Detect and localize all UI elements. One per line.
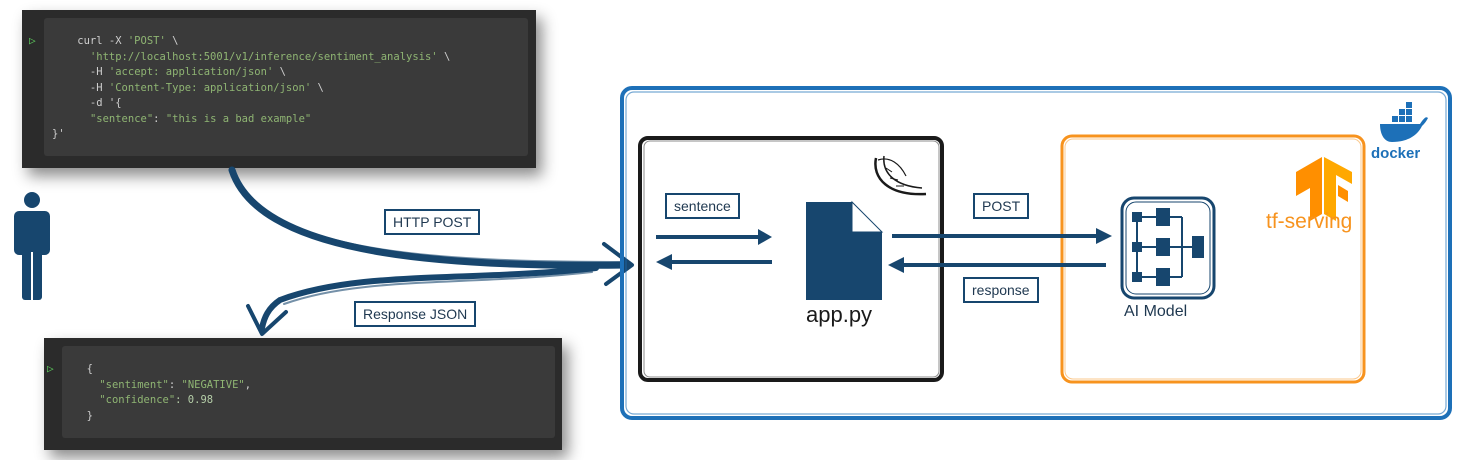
code-line: { [74,363,93,375]
code-line: -d '{ [52,97,122,109]
person-icon [14,192,50,300]
post-label: POST [973,193,1030,219]
prompt-icon: ▷ [29,34,36,47]
code-line: 'http://localhost:5001/v1/inference/sent… [89,50,451,63]
code-line: -H 'Content-Type: application/json' \ [52,81,324,94]
response-json-arrow [246,265,599,336]
sentence-label: sentence [665,193,740,219]
flask-horn-icon [874,155,927,196]
code-line: -H 'accept: application/json' \ [52,66,286,78]
docker-label: docker [1371,145,1421,162]
model-name: AI Model [1124,303,1188,320]
prompt-icon: ▷ [47,362,54,375]
sentence-arrows [656,229,772,270]
tf-serving-label: tf-serving [1266,210,1353,233]
flask-app-box [638,136,944,382]
response-json: { "sentiment": "NEGATIVE", "confidence":… [74,362,251,424]
response-label: response [963,277,1039,303]
request-terminal: ▷ curl -X 'POST' \ 'http://localhost:500… [22,10,536,168]
app-file-name: app.py [806,302,873,327]
response-terminal: ▷ { "sentiment": "NEGATIVE", "confidence… [44,338,562,450]
code-line: } [74,409,93,422]
code-line: "confidence": 0.98 [99,394,214,406]
tensorflow-logo [1296,157,1352,221]
code-line: }' [52,128,65,140]
neural-network-icon [1120,196,1216,300]
docker-container [620,86,1452,420]
http-post-arrow [228,166,634,286]
request-terminal-body [44,18,528,156]
post-response-arrows [888,228,1112,273]
http-post-label: HTTP POST [384,209,481,235]
file-icon [806,200,884,300]
code-line: "sentence": "this is a bad example" [89,112,312,125]
response-json-label: Response JSON [354,301,477,327]
curl-command: curl -X 'POST' \ 'http://localhost:5001/… [52,34,450,143]
docker-whale-logo [1380,102,1428,142]
response-terminal-body [62,346,555,438]
tf-serving-box [1060,134,1366,384]
code-line: "sentiment": "NEGATIVE", [99,378,252,391]
code-line: curl -X 'POST' \ [52,35,179,47]
